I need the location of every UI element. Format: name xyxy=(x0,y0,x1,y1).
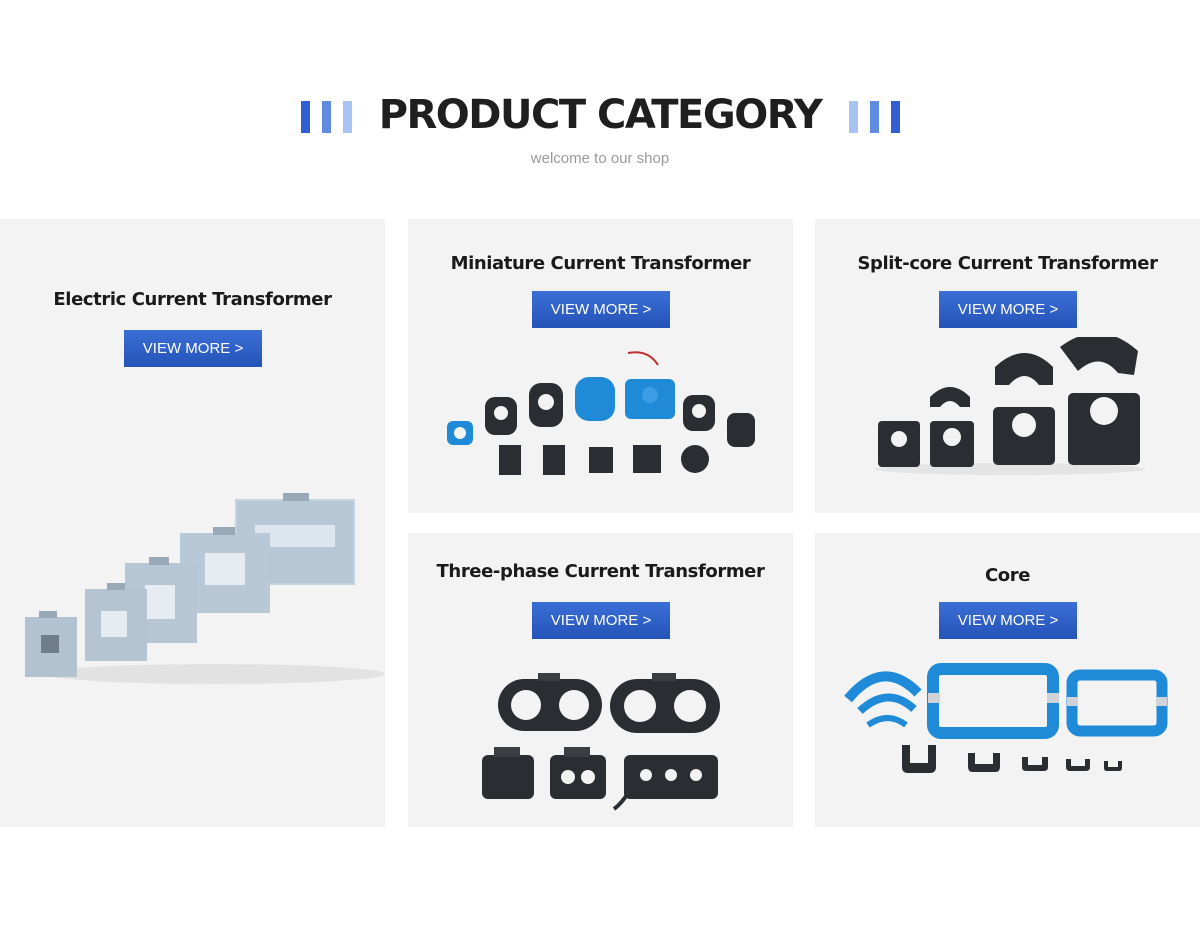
category-card-electric[interactable]: Electric Current Transformer VIEW MORE > xyxy=(0,219,385,827)
category-card-core[interactable]: Core VIEW MORE > xyxy=(815,533,1200,827)
view-more-button[interactable]: VIEW MORE > xyxy=(124,330,262,367)
miniature-transformer-image xyxy=(447,351,755,475)
category-title: Split-core Current Transformer xyxy=(857,253,1158,274)
category-title: Electric Current Transformer xyxy=(53,289,332,310)
split-core-transformer-image xyxy=(875,337,1145,475)
category-title: Core xyxy=(984,565,1031,586)
section-title: PRODUCT CATEGORY xyxy=(378,92,823,138)
category-title: Miniature Current Transformer xyxy=(450,253,751,274)
three-phase-transformer-image xyxy=(482,673,720,811)
view-more-button[interactable]: VIEW MORE > xyxy=(532,291,670,328)
section-header: PRODUCT CATEGORY welcome to our shop xyxy=(0,0,1200,200)
view-more-button[interactable]: VIEW MORE > xyxy=(939,291,1077,328)
view-more-button[interactable]: VIEW MORE > xyxy=(939,602,1077,639)
category-card-three-phase[interactable]: Three-phase Current Transformer VIEW MOR… xyxy=(408,533,793,827)
category-card-miniature[interactable]: Miniature Current Transformer VIEW MORE … xyxy=(408,219,793,513)
section-subtitle: welcome to our shop xyxy=(530,150,670,167)
view-more-button[interactable]: VIEW MORE > xyxy=(532,602,670,639)
category-title: Three-phase Current Transformer xyxy=(436,561,765,582)
electric-transformer-image xyxy=(25,493,385,684)
category-card-split-core[interactable]: Split-core Current Transformer VIEW MORE… xyxy=(815,219,1200,513)
core-image xyxy=(844,663,1168,773)
